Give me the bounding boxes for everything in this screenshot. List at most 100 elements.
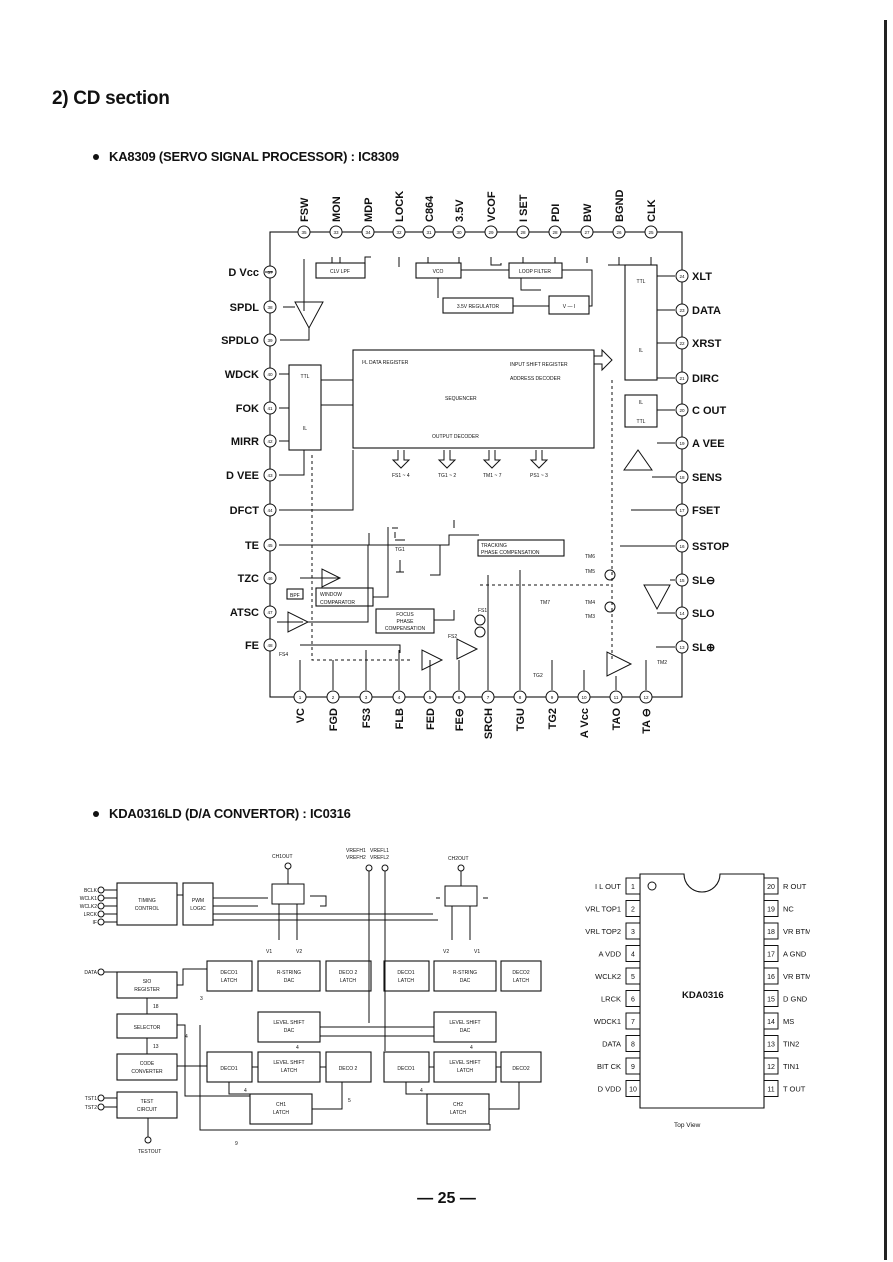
ka-bottom-5-pin[interactable] [452, 690, 466, 704]
ch1out-pin[interactable] [284, 862, 292, 870]
ka-top-2-pin[interactable] [361, 225, 375, 239]
ka-right-4-pin[interactable] [675, 403, 689, 417]
ka-top-8-pin[interactable] [548, 225, 562, 239]
ka-bottom-3-pin[interactable] [392, 690, 406, 704]
ka-left-5-pin[interactable] [263, 434, 277, 448]
kda-pin-10[interactable] [625, 1080, 641, 1097]
ka-top-11-pin[interactable] [644, 225, 658, 239]
ka-bottom-2-pin[interactable] [359, 690, 373, 704]
kda-input-pin-0[interactable] [97, 886, 105, 894]
kda-pin-number-8: 8 [631, 1042, 635, 1049]
ka-top-10-pin[interactable] [612, 225, 626, 239]
ka-left-6-pin[interactable] [263, 468, 277, 482]
ka-right-9-pin[interactable] [675, 573, 689, 587]
ka-left-7-pin-number: 44 [267, 508, 273, 513]
sens-amp-icon [623, 449, 653, 471]
kda-pin-6[interactable] [625, 990, 641, 1007]
kda-pin-3[interactable] [625, 922, 641, 940]
kda-pin-8[interactable] [625, 1035, 641, 1052]
ka-left-1-pin[interactable] [263, 300, 277, 314]
kda-input-pin-1[interactable] [97, 894, 105, 902]
window-label-2: COMPARATOR [320, 600, 355, 606]
focus-label-3: COMPENSATION [385, 626, 426, 632]
kda-input-pin-4[interactable] [97, 918, 105, 926]
ka-right-1-pin[interactable] [675, 303, 689, 317]
ka-left-3-pin[interactable] [263, 367, 277, 381]
ka-right-7-pin[interactable] [675, 503, 689, 517]
kda-data-wires [146, 968, 520, 1131]
ka-right-5-pin[interactable] [675, 436, 689, 450]
vrefh-pin[interactable] [365, 864, 373, 872]
ka-top-1-pin[interactable] [329, 225, 343, 239]
kda-input-pin-2[interactable] [97, 902, 105, 910]
ka-right-6-pin[interactable] [675, 470, 689, 484]
pin1-marker-icon [647, 881, 657, 891]
kda-pin-18[interactable] [763, 922, 779, 940]
ka-bottom-11-pin[interactable] [639, 690, 653, 704]
ka-bottom-10-pin[interactable] [609, 690, 623, 704]
ka-bottom-label-1: FGD [328, 708, 340, 731]
tm7-label: TM7 [540, 600, 550, 606]
ka-right-2-pin[interactable] [675, 336, 689, 350]
kda-input-pin-6[interactable] [97, 1094, 105, 1102]
ka-left-7-pin[interactable] [263, 503, 277, 517]
ka-top-7-pin[interactable] [516, 225, 530, 239]
deco2-ch1-l: DECO 2 [339, 1066, 358, 1072]
ka-top-6-pin[interactable] [484, 225, 498, 239]
ka-left-8-pin[interactable] [263, 538, 277, 552]
ch2out-pin[interactable] [457, 864, 465, 872]
kda-pin-2[interactable] [625, 900, 641, 917]
kda-pin-7[interactable] [625, 1012, 641, 1030]
ka-top-9-pin[interactable] [580, 225, 594, 239]
ka-right-3-pin[interactable] [675, 371, 689, 385]
ka-right-0-pin[interactable] [675, 269, 689, 283]
kda-input-pin-5[interactable] [97, 968, 105, 976]
ka-left-2-pin[interactable] [263, 333, 277, 347]
kda-input-label-1: WCLK1 [80, 896, 97, 902]
kda-pin-12[interactable] [763, 1057, 779, 1075]
ka-bottom-0-pin-number: 1 [299, 695, 302, 700]
kda-pin-20[interactable] [763, 877, 779, 895]
kda-pin-15[interactable] [763, 990, 779, 1007]
ka-left-11-pin[interactable] [263, 638, 277, 652]
ka-left-4-pin[interactable] [263, 401, 277, 415]
ka-right-8-pin[interactable] [675, 539, 689, 553]
ka-top-3-pin[interactable] [392, 225, 406, 239]
kda-pin-11[interactable] [763, 1080, 779, 1097]
ka-bottom-4-pin[interactable] [423, 690, 437, 704]
testout-pin[interactable] [144, 1136, 152, 1144]
vrefl-pin[interactable] [381, 864, 389, 872]
ka-left-label-0: D Vcc [228, 267, 259, 279]
kda-input-pin-7[interactable] [97, 1103, 105, 1111]
kda-pin-19[interactable] [763, 900, 779, 917]
kda-pin-9[interactable] [625, 1057, 641, 1075]
ka-left-9-pin[interactable] [263, 571, 277, 585]
kda-pin-5[interactable] [625, 967, 641, 985]
ka-bottom-0-pin[interactable] [293, 690, 307, 704]
ka-top-5-pin[interactable] [452, 225, 466, 239]
ka-right-11-pin[interactable] [675, 640, 689, 654]
ka-top-0-pin[interactable] [297, 225, 311, 239]
ka-left-10-pin[interactable] [263, 605, 277, 619]
ka-top-4-pin[interactable] [422, 225, 436, 239]
ka-bottom-1-pin[interactable] [326, 690, 340, 704]
kda-pin-14[interactable] [763, 1012, 779, 1030]
ka-right-10-pin[interactable] [675, 606, 689, 620]
kda-pin-4[interactable] [625, 945, 641, 962]
ka-bottom-label-7: TGU [515, 708, 527, 731]
kda-pin-label-11: T OUT [783, 1085, 806, 1094]
ka-left-label-11: FE [245, 640, 259, 652]
ka-bottom-8-pin[interactable] [545, 690, 559, 704]
ka-bottom-6-pin[interactable] [481, 690, 495, 704]
timing-control-block [116, 882, 178, 926]
lsl-ch2-l2: LATCH [457, 1068, 473, 1074]
kda-pin-1[interactable] [625, 877, 641, 895]
kda-input-pin-3[interactable] [97, 910, 105, 918]
kda-pin-16[interactable] [763, 967, 779, 985]
ka-bottom-9-pin[interactable] [577, 690, 591, 704]
kda-pin-17[interactable] [763, 945, 779, 962]
ka-bottom-7-pin[interactable] [513, 690, 527, 704]
kda-pin-13[interactable] [763, 1035, 779, 1052]
v-i-block [548, 295, 590, 315]
kda-pin-number-1: 1 [631, 884, 635, 891]
